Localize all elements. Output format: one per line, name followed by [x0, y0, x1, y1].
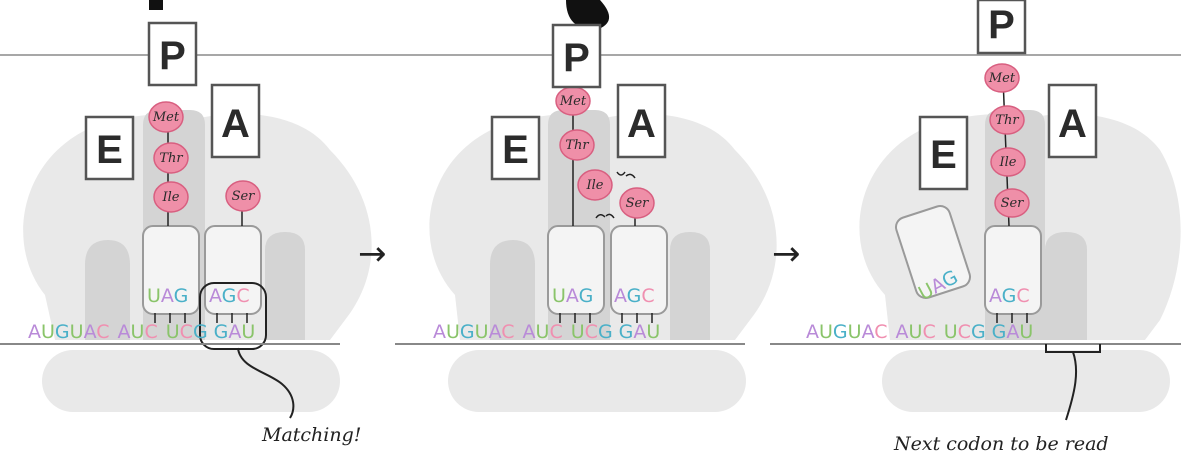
a-channel	[1045, 232, 1087, 340]
anticodon-a: AGC	[614, 285, 655, 307]
amino-acid: Met	[148, 101, 184, 133]
svg-text:Ser: Ser	[232, 189, 256, 204]
anticodon-p: AGC	[989, 285, 1030, 307]
annotation-pointer	[1065, 351, 1078, 421]
base-pair-ticks	[996, 313, 1028, 323]
anticodon-p: UAG	[147, 285, 188, 307]
site-box-a: A	[210, 83, 261, 159]
ribosome-small-subunit	[882, 350, 1170, 412]
svg-text:Thr: Thr	[995, 113, 1019, 128]
amino-acid-incoming: Ser	[619, 187, 655, 219]
site-box-p: P	[551, 23, 602, 89]
a-site-trna	[610, 225, 668, 315]
amino-acid: Thr	[989, 105, 1025, 135]
svg-text:Met: Met	[152, 110, 180, 125]
svg-text:A: A	[221, 102, 250, 146]
amino-acid: Thr	[559, 129, 595, 161]
site-box-e: E	[918, 115, 969, 191]
p-site-trna	[984, 225, 1042, 315]
amino-acid: Ile	[153, 181, 189, 213]
annotation-next-codon: Next codon to be read	[893, 433, 1109, 455]
svg-text:Ile: Ile	[999, 155, 1017, 170]
site-box-p: P	[976, 0, 1027, 55]
svg-text:A: A	[1058, 102, 1087, 146]
svg-text:A: A	[627, 102, 656, 146]
exiting-trna	[894, 205, 972, 299]
amino-acid: Met	[555, 86, 591, 116]
site-box-e: E	[490, 115, 541, 181]
svg-text:P: P	[563, 36, 590, 80]
svg-text:E: E	[96, 128, 123, 172]
a-site-trna	[204, 225, 262, 315]
svg-text:Ile: Ile	[586, 178, 604, 193]
annotation-matching: Matching!	[261, 424, 361, 446]
svg-text:Thr: Thr	[159, 151, 183, 166]
p-site-trna	[547, 225, 605, 315]
base-pair-ticks	[559, 313, 653, 323]
amino-acid: Met	[984, 63, 1020, 93]
svg-text:Thr: Thr	[565, 138, 589, 153]
ribosome-small-subunit	[42, 350, 340, 412]
a-channel	[265, 232, 305, 340]
step-arrow: →	[358, 234, 387, 274]
anticodon-exit: UAG	[915, 266, 962, 305]
amino-acid: Ser	[994, 188, 1030, 218]
heading-fragment-right	[566, 0, 610, 30]
svg-text:Met: Met	[988, 71, 1016, 86]
svg-text:E: E	[502, 128, 529, 172]
svg-text:P: P	[988, 3, 1015, 47]
svg-text:Ser: Ser	[626, 196, 650, 211]
anticodon-p: UAG	[552, 285, 593, 307]
match-highlight	[199, 282, 267, 350]
bond-forming-marks	[595, 171, 636, 219]
step-arrow: →	[772, 234, 801, 274]
site-box-p: P	[147, 21, 198, 87]
exit-channel	[85, 240, 130, 340]
site-box-a: A	[616, 83, 667, 159]
svg-text:Ile: Ile	[162, 190, 180, 205]
svg-text:E: E	[930, 133, 957, 177]
a-channel	[670, 232, 710, 340]
site-box-e: E	[84, 115, 135, 181]
svg-text:Ser: Ser	[1001, 196, 1025, 211]
heading-fragment-left	[149, 0, 163, 10]
svg-text:Met: Met	[559, 94, 587, 109]
base-pair-ticks	[154, 313, 248, 323]
ribosome-small-subunit	[448, 350, 746, 412]
anticodon-a: AGC	[209, 285, 250, 307]
p-site-trna	[142, 225, 200, 315]
amino-acid: Ile	[990, 147, 1026, 177]
annotation-pointer	[237, 347, 295, 419]
site-box-a: A	[1047, 83, 1098, 159]
exit-channel	[490, 240, 535, 340]
amino-acid: Thr	[153, 142, 189, 174]
amino-acid-incoming: Ser	[225, 180, 261, 212]
svg-text:P: P	[159, 34, 186, 78]
amino-acid: Ile	[577, 169, 613, 201]
